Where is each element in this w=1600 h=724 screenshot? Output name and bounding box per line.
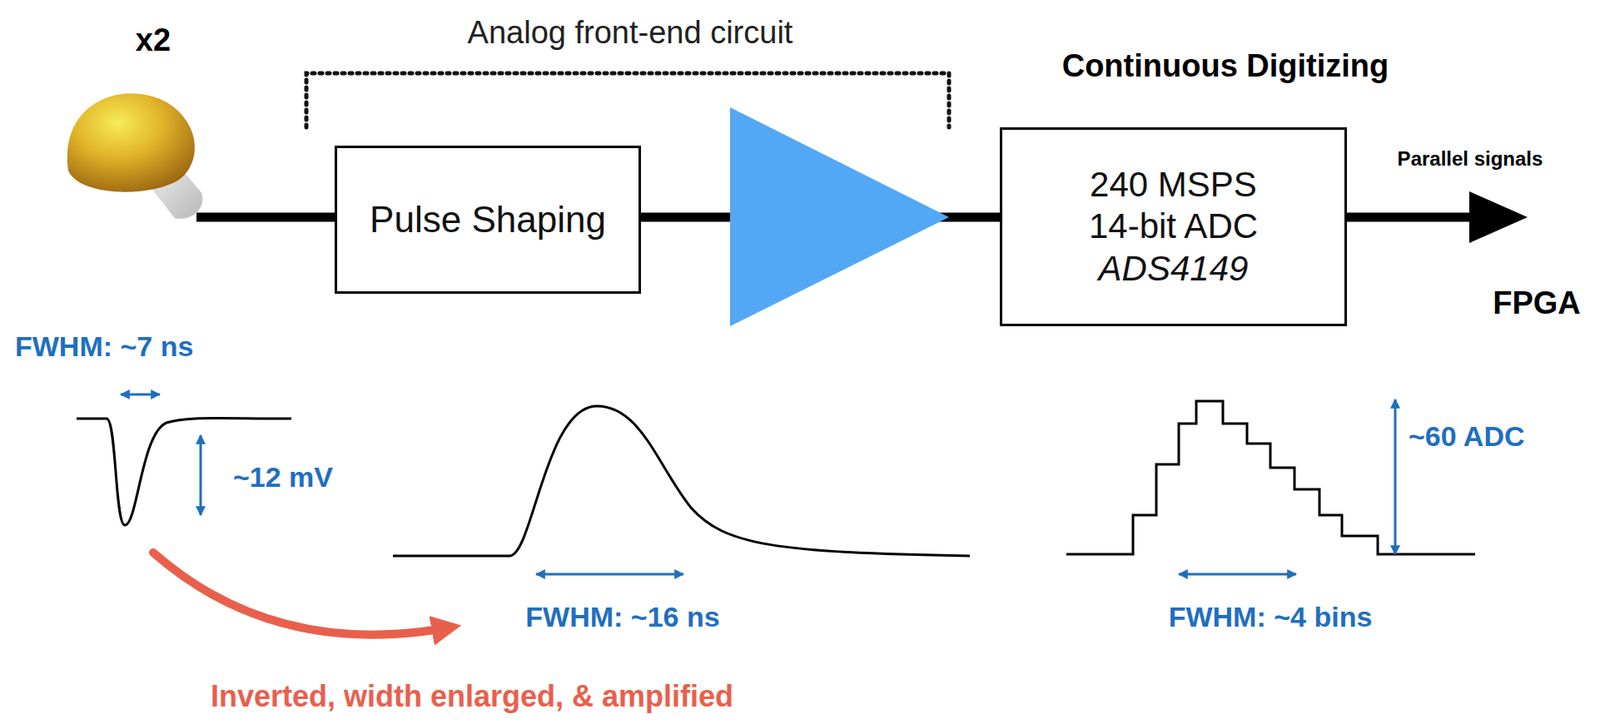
dimension-label: FWHM: ~4 bins [1168,601,1373,634]
group-label: Analog front-end circuit [467,14,794,52]
dimension-label: ~60 ADC [1408,420,1526,453]
destination-label: FPGA [1492,285,1581,323]
process-box: Pulse Shaping [334,145,641,294]
group-bracket [306,73,950,128]
dimension-label: ~12 mV [233,461,333,494]
signal-wire [1345,213,1476,223]
pmt-illustration [67,93,203,219]
node-text: ADS4149 [1098,248,1249,290]
adc-box: 240 MSPS14-bit ADCADS4149 [999,127,1347,327]
output-arrowhead [1469,191,1528,244]
annotation-label: Inverted, width enlarged, & amplified [210,679,734,714]
node-text: Pulse Shaping [369,198,607,243]
signal-label: Parallel signals [1397,147,1544,171]
transform-arrow [153,552,450,636]
node-text: 240 MSPS [1089,163,1258,206]
shaped-pulse [392,406,970,557]
stage-label: Continuous Digitizing [1062,48,1390,85]
dimension-arrow [1394,399,1397,555]
dimension-label: FWHM: ~7 ns [14,330,194,363]
signal-wire [196,213,337,223]
dimension-arrow [120,393,160,397]
dimension-label: FWHM: ~16 ns [525,601,720,634]
multiplicity-label: x2 [135,22,171,60]
amplifier-symbol [730,107,950,327]
dimension-arrow [1178,573,1297,577]
dimension-arrow [199,435,203,516]
dimension-arrow [536,573,684,577]
node-text: 14-bit ADC [1088,205,1258,248]
